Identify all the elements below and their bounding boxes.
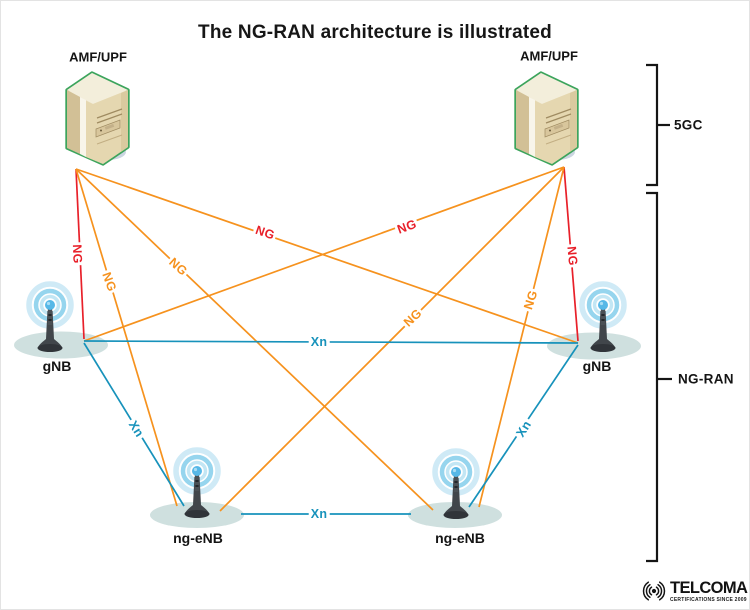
link-ng-amfright-ngenbleft — [219, 166, 565, 512]
platform-gnb-left — [14, 331, 108, 359]
radio-waves-icon — [642, 581, 666, 601]
xn-links — [83, 340, 579, 515]
server-icon-amf-upf-left — [65, 71, 130, 166]
link-ng-amfleft-ngenbright — [75, 168, 434, 511]
amf-upf-left-label: AMF/UPF — [69, 49, 127, 65]
gnb-left-label: gNB — [42, 358, 72, 374]
amf-upf-right-label: AMF/UPF — [520, 48, 578, 64]
link-ng-amfleft-gnbright — [75, 168, 579, 344]
logo-tagline: CERTIFICATIONS SINCE 2009 — [670, 596, 747, 603]
ngenb-left-label: ng-eNB — [173, 530, 223, 546]
ng-label-amfright-gnbright: NG — [563, 243, 581, 269]
link-xn-gnbleft-gnbright — [83, 340, 579, 344]
page-title: The NG-RAN architecture is illustrated — [198, 22, 552, 43]
ng-label-amfleft-gnbleft: NG — [69, 242, 85, 266]
xn-label-gnb-gnb: Xn — [308, 334, 330, 350]
bracket-ng-ran-label: NG-RAN — [678, 371, 734, 387]
link-ng-amfright-ngenbright — [478, 166, 565, 508]
ngenb-right-label: ng-eNB — [435, 530, 485, 546]
bracket-5gc — [646, 63, 670, 187]
logo-name: TELCOMA — [670, 578, 748, 597]
link-ng-amfleft-ngenbleft — [75, 168, 178, 507]
gnb-right-label: gNB — [582, 358, 612, 374]
bracket-ng-ran — [646, 191, 672, 563]
bracket-5gc-label: 5GC — [674, 117, 703, 133]
telcoma-logo: TELCOMA CERTIFICATIONS SINCE 2009 — [640, 578, 748, 604]
server-icon-amf-upf-right — [514, 71, 579, 166]
xn-label-ngenb-ngenb: Xn — [308, 506, 330, 522]
link-ng-amfright-gnbleft — [83, 166, 565, 342]
